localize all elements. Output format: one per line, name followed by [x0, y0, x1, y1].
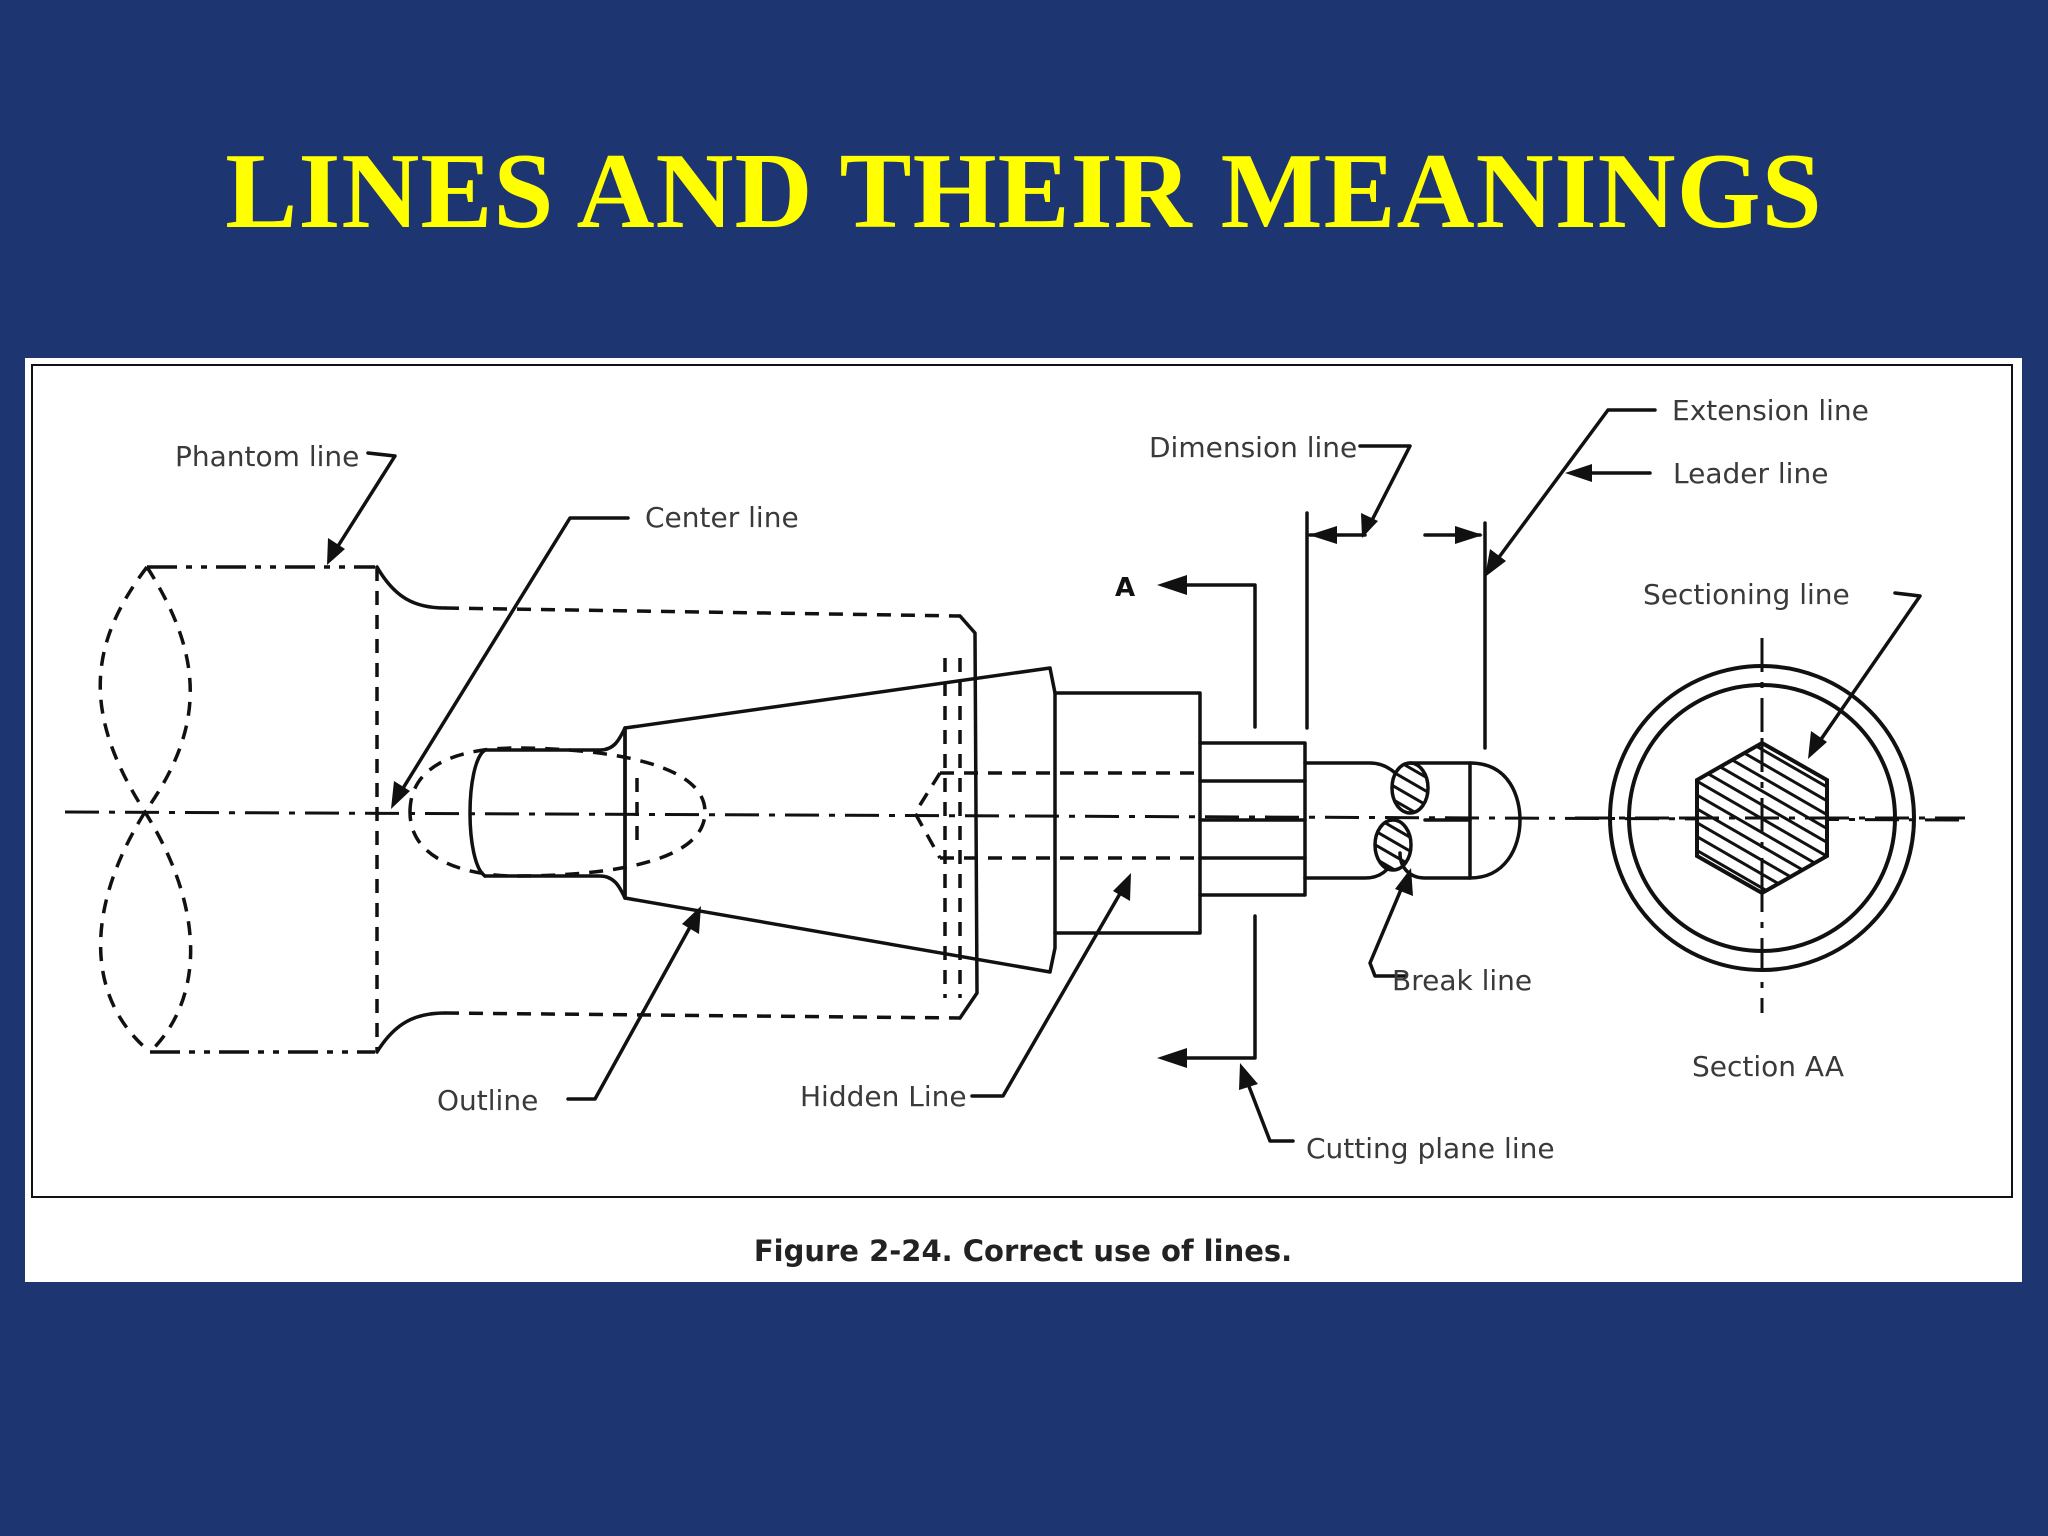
label-cutting-plane-line: Cutting plane line [1306, 1132, 1555, 1165]
phantom-leader [331, 451, 397, 556]
label-extension-line: Extension line [1672, 394, 1869, 427]
outline-leader [566, 916, 697, 1101]
dimension-leader-arrow [1361, 513, 1378, 538]
hidden-cyl-bottom [444, 1011, 961, 1020]
block [1053, 691, 1202, 935]
figure-caption: Figure 2-24. Correct use of lines. [754, 1234, 1292, 1268]
extension-leader [1489, 408, 1657, 570]
label-sectioning-line: Sectioning line [1643, 578, 1850, 611]
hidden-point [912, 772, 942, 859]
part-drawing [64, 565, 1966, 1054]
slide-title: LINES AND THEIR MEANINGS [225, 132, 1823, 251]
phantom-leader-arrow [327, 538, 345, 565]
section-outer-circle [1608, 664, 1916, 972]
break-leader-arrow [1395, 868, 1413, 896]
cylinder-end [958, 614, 979, 1020]
label-center-line: Center line [645, 501, 799, 534]
extension-leader-arrow [1485, 549, 1506, 577]
hidden-leader-arrow [1113, 873, 1131, 901]
center-leader-arrow [391, 781, 410, 809]
cutting-plane-top [1183, 583, 1257, 729]
dim-arrow-right [1455, 526, 1483, 544]
cutting-plane-leader-arrow [1239, 1063, 1258, 1090]
leader-leader-arrow [1565, 464, 1592, 482]
hidden-cyl-top [444, 606, 961, 618]
dim-arrow-left [1309, 526, 1337, 544]
dimension-leader [1358, 444, 1412, 532]
hidden-leader [970, 883, 1127, 1098]
cutting-plane-bottom [1183, 914, 1257, 1060]
technical-drawing: A [31, 364, 2013, 1268]
break-oval-top [1390, 761, 1430, 815]
dimension-group [1305, 511, 1487, 750]
cutting-plane-bottom-arrow [1157, 1048, 1187, 1068]
hidden-oval [408, 746, 707, 878]
leaders [327, 408, 1922, 1143]
cutting-plane: A [1115, 573, 1257, 1068]
figure-frame [31, 364, 2013, 1198]
labels: Phantom line Center line Dimension line … [175, 394, 1869, 1165]
figure-panel: A [25, 358, 2022, 1282]
cutting-plane-leader [1243, 1074, 1295, 1143]
sectioning-leader [1813, 591, 1922, 750]
fillet-bottom [375, 1011, 447, 1054]
sectioning-leader-arrow [1808, 731, 1827, 759]
cutting-plane-top-arrow [1157, 575, 1187, 595]
center-leader [395, 516, 630, 800]
break-leader [1368, 878, 1407, 978]
shaft-left-bottom [483, 874, 627, 900]
section-inner-circle [1627, 683, 1897, 953]
label-leader-line: Leader line [1673, 457, 1828, 490]
label-break-line: Break line [1392, 964, 1532, 997]
break-oval-bottom [1373, 818, 1413, 872]
section-aa-view [1575, 638, 1965, 1013]
outline-leader-arrow [682, 906, 701, 934]
fillet-top [375, 565, 447, 610]
label-phantom-line: Phantom line [175, 440, 359, 473]
label-outline: Outline [437, 1084, 538, 1117]
shaft-left [468, 748, 487, 878]
section-marker-a: A [1115, 573, 1135, 603]
label-dimension-line: Dimension line [1149, 431, 1357, 464]
left-break-curve [98, 565, 193, 1054]
label-section-aa: Section AA [1692, 1050, 1844, 1083]
label-hidden-line: Hidden Line [800, 1080, 967, 1113]
